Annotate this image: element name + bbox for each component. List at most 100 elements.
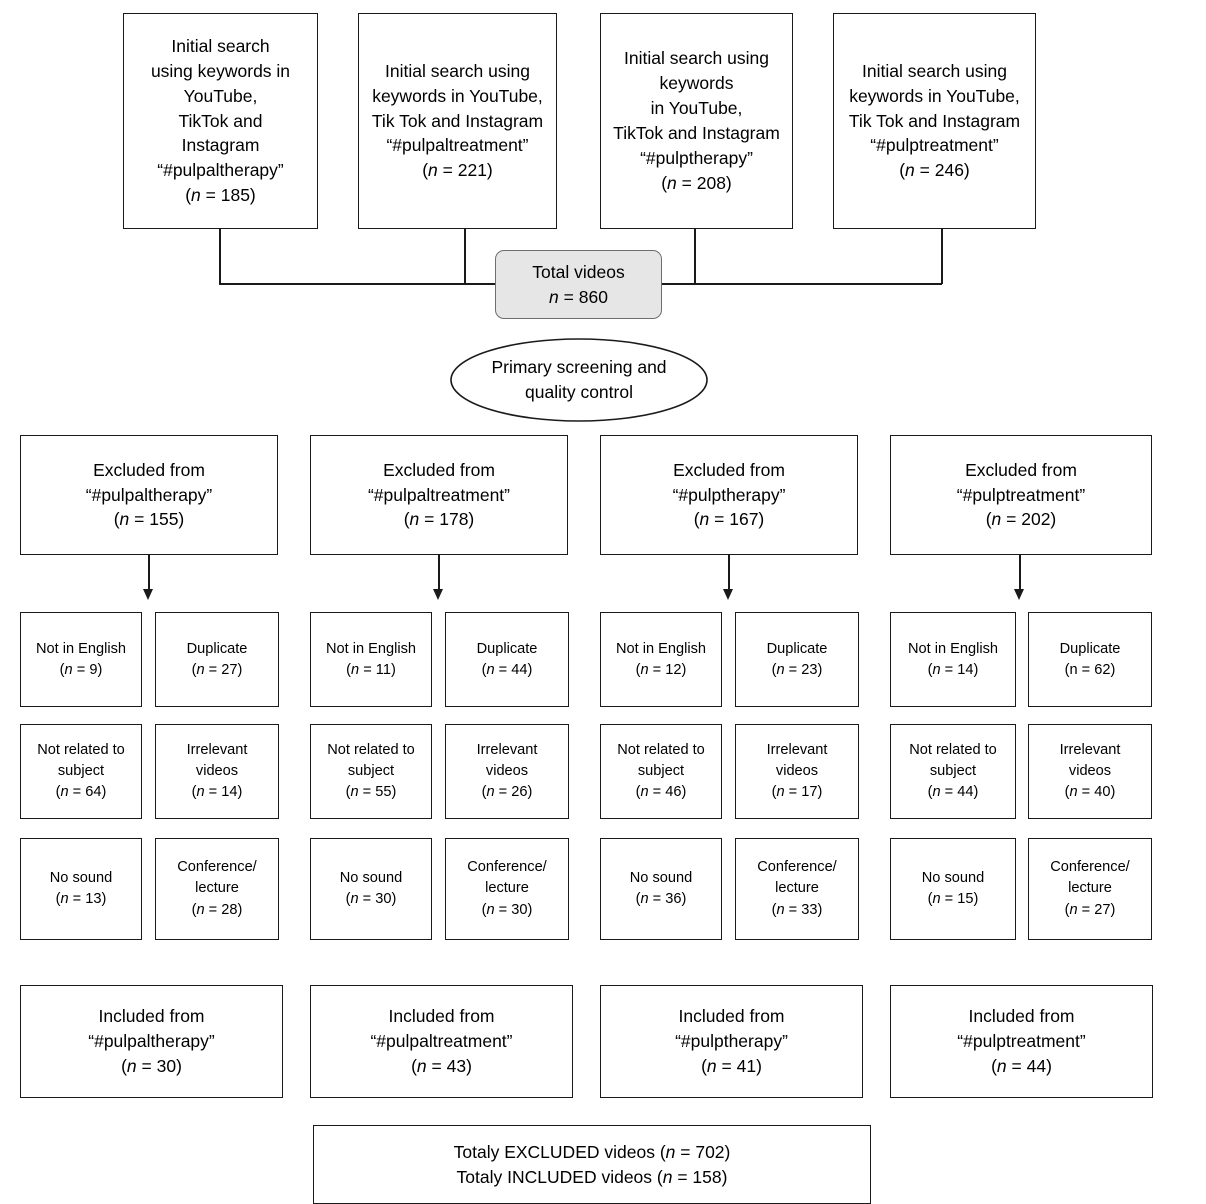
excluded-box-2-text: Excluded from“#pulpaltreatment”(n = 178) — [367, 459, 511, 530]
reason-count: (n = 40) — [1064, 784, 1116, 801]
reason-label: No sound — [629, 869, 693, 886]
reason-count: (n = 64) — [55, 784, 107, 801]
included-box-2: Included from“#pulpaltreatment”(n = 43) — [310, 985, 573, 1098]
arrow-head-2 — [433, 589, 443, 600]
reason-count: (n = 12) — [635, 662, 687, 679]
arrow-shaft-4 — [1019, 555, 1021, 592]
connector-top2-vertical — [464, 229, 466, 284]
connector-top1-vertical — [219, 229, 221, 284]
reason-label: Conference/lecture — [177, 859, 257, 897]
included-box-1: Included from“#pulpaltherapy”(n = 30) — [20, 985, 283, 1098]
reason-count: (n = 15) — [927, 891, 979, 907]
reason-label: Duplicate — [1059, 641, 1121, 657]
reason-count: (n = 14) — [927, 662, 979, 679]
reason-count: (n = 55) — [345, 784, 397, 801]
reason-count: (n = 46) — [635, 784, 687, 801]
arrow-head-3 — [723, 589, 733, 600]
reason-box-g2-conference: Conference/lecture (n = 30) — [445, 838, 569, 940]
included-box-3: Included from“#pulptherapy”(n = 41) — [600, 985, 863, 1098]
included-box-4-text: Included from“#pulptreatment”(n = 44) — [957, 1006, 1086, 1076]
reason-label: Conference/lecture — [1050, 859, 1130, 897]
reason-box-g1-duplicate: Duplicate (n = 27) — [155, 612, 279, 707]
connector-left-horizontal — [219, 283, 499, 285]
reason-label: Not in English — [615, 641, 707, 657]
reason-label: Not in English — [907, 641, 999, 657]
reason-box-g4-no-sound: No sound (n = 15) — [890, 838, 1016, 940]
connector-right-horizontal — [660, 283, 942, 285]
excluded-box-3-text: Excluded from“#pulptherapy”(n = 167) — [672, 459, 786, 530]
reason-label: Conference/lecture — [467, 859, 547, 897]
reason-label: No sound — [49, 869, 113, 886]
reason-box-g3-conference: Conference/lecture (n = 33) — [735, 838, 859, 940]
ellipse-shape — [450, 338, 708, 422]
reason-label: No sound — [921, 869, 985, 886]
total-videos-label: Total videos — [532, 261, 625, 282]
reason-count: (n = 44) — [927, 784, 979, 801]
reason-label: Duplicate — [476, 641, 538, 657]
reason-count: (n = 26) — [481, 784, 533, 801]
reason-count: (n = 30) — [345, 891, 397, 907]
arrow-shaft-1 — [148, 555, 150, 592]
excluded-box-1-text: Excluded from“#pulpaltherapy”(n = 155) — [85, 459, 213, 530]
reason-label: No sound — [339, 869, 403, 886]
reason-count: (n = 23) — [771, 662, 823, 679]
total-videos-text: Total videos n = 860 — [496, 260, 661, 310]
included-box-1-text: Included from“#pulpaltherapy”(n = 30) — [88, 1006, 215, 1076]
arrow-head-4 — [1014, 589, 1024, 600]
included-box-2-text: Included from“#pulpaltreatment”(n = 43) — [370, 1006, 513, 1076]
excluded-box-2: Excluded from“#pulpaltreatment”(n = 178) — [310, 435, 568, 555]
reason-box-g1-not-in-english: Not in English (n = 9) — [20, 612, 142, 707]
totals-summary-text: Totaly EXCLUDED videos (n = 702) Totaly … — [314, 1140, 870, 1190]
reason-box-g2-not-in-english: Not in English (n = 11) — [310, 612, 432, 707]
arrow-head-1 — [143, 589, 153, 600]
reason-count: (n = 27) — [191, 662, 243, 679]
reason-label: Duplicate — [186, 641, 248, 657]
reason-count: (n = 36) — [635, 891, 687, 907]
excluded-box-3: Excluded from“#pulptherapy”(n = 167) — [600, 435, 858, 555]
reason-box-g3-not-in-english: Not in English (n = 12) — [600, 612, 722, 707]
connector-top4-vertical — [941, 229, 943, 284]
reason-count: (n = 11) — [346, 662, 396, 679]
reason-count: (n = 13) — [55, 891, 107, 907]
totals-excluded-line: Totaly EXCLUDED videos (n = 702) — [453, 1141, 731, 1162]
included-box-4: Included from“#pulptreatment”(n = 44) — [890, 985, 1153, 1098]
totals-included-line: Totaly INCLUDED videos (n = 158) — [456, 1166, 728, 1187]
reason-label: Conference/lecture — [757, 859, 837, 897]
reason-box-g4-not-in-english: Not in English (n = 14) — [890, 612, 1016, 707]
reason-count: (n = 44) — [481, 662, 533, 679]
reason-count: (n = 30) — [481, 901, 533, 918]
reason-box-g4-duplicate: Duplicate (n = 62) — [1028, 612, 1152, 707]
reason-count: (n = 62) — [1064, 662, 1116, 679]
connector-top3-vertical — [694, 229, 696, 284]
reason-box-g1-no-sound: No sound (n = 13) — [20, 838, 142, 940]
reason-box-g3-no-sound: No sound (n = 36) — [600, 838, 722, 940]
reason-count: (n = 27) — [1064, 901, 1116, 918]
total-videos-box: Total videos n = 860 — [495, 250, 662, 319]
reason-count: (n = 17) — [771, 784, 823, 801]
reason-count: (n = 33) — [771, 901, 823, 918]
totals-summary-box: Totaly EXCLUDED videos (n = 702) Totaly … — [313, 1125, 871, 1204]
total-videos-count: n = 860 — [549, 286, 608, 307]
